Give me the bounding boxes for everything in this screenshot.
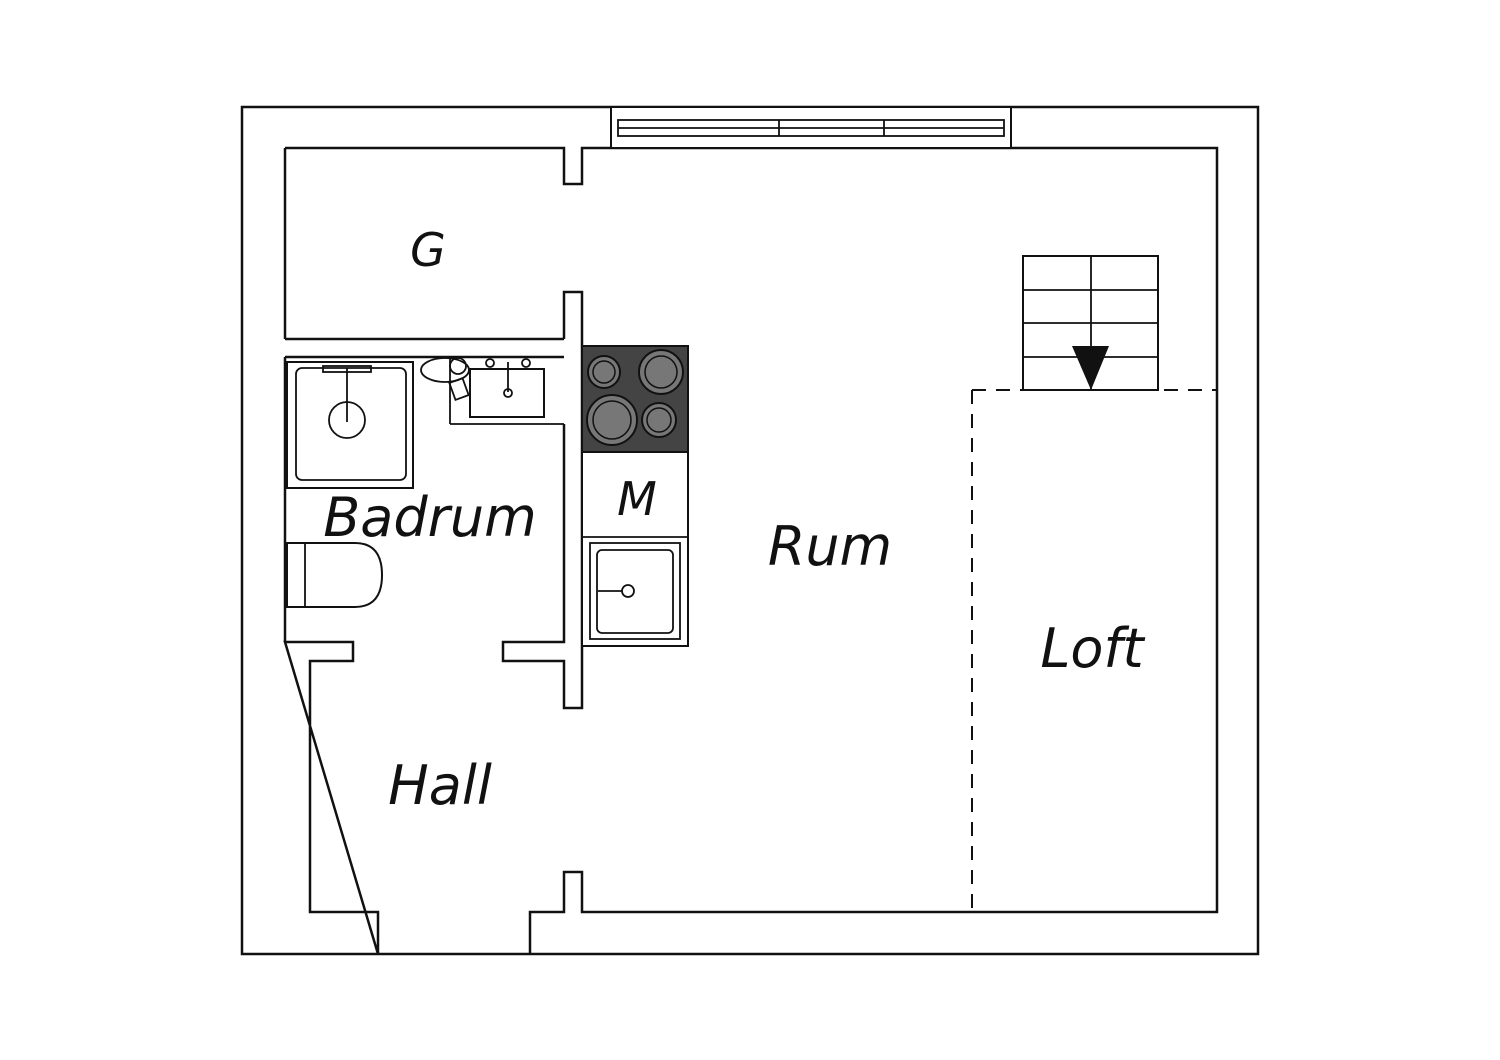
loft-outline bbox=[971, 389, 1217, 912]
room-label-storage: G bbox=[410, 223, 446, 277]
burners bbox=[586, 349, 684, 446]
bathroom-walls bbox=[283, 355, 564, 642]
room-label-living-room: Rum bbox=[768, 515, 892, 578]
window-icon bbox=[610, 106, 1012, 149]
kitchen bbox=[581, 345, 689, 647]
staircase-icon bbox=[1022, 255, 1159, 391]
room-label-loft: Loft bbox=[1040, 617, 1145, 680]
stairs-down-arrow-icon bbox=[1072, 346, 1109, 390]
room-label-microwave: M bbox=[617, 472, 657, 526]
room-label-bathroom: Badrum bbox=[323, 486, 536, 549]
toilet-icon bbox=[286, 542, 384, 608]
bathroom-sink-icon bbox=[420, 357, 545, 418]
storage-walls bbox=[283, 148, 584, 710]
room-label-hall: Hall bbox=[388, 754, 492, 817]
kitchen-sink-icon bbox=[589, 542, 681, 640]
shower-icon bbox=[286, 361, 414, 489]
